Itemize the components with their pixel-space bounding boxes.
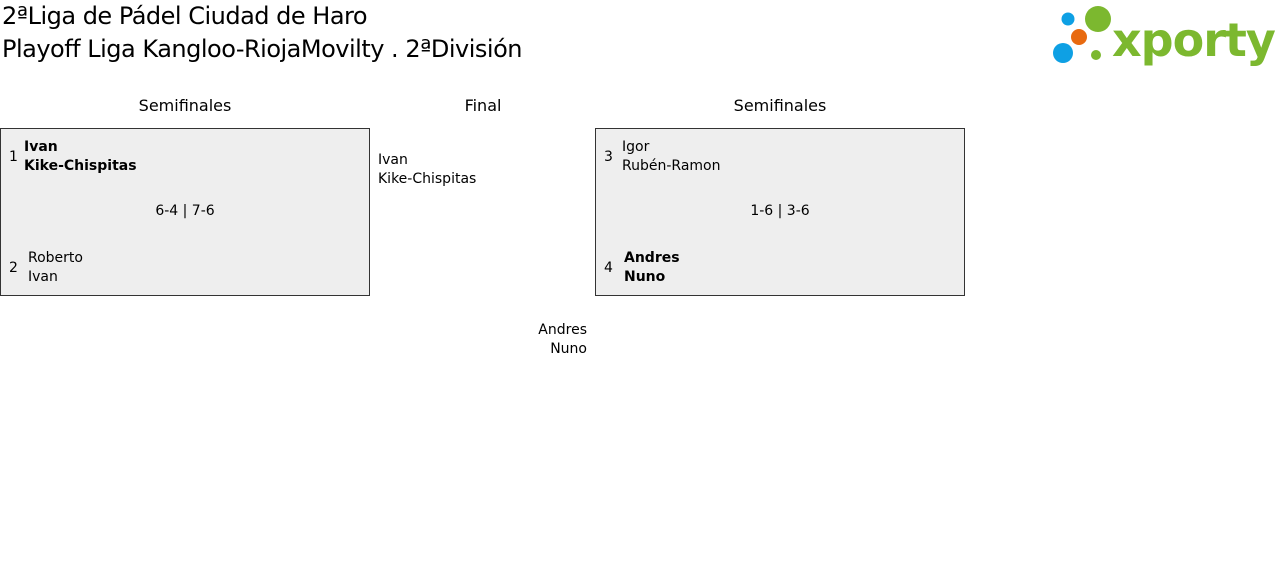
player-name: Kike-Chispitas: [378, 171, 477, 187]
player-name: Kike-Chispitas: [24, 158, 137, 174]
match-score: 6-4 | 7-6: [155, 203, 215, 219]
column-heading-final: Final: [464, 96, 502, 115]
player-name: Rubén-Ramon: [622, 158, 721, 174]
svg-text:xporty: xporty: [1112, 13, 1276, 66]
player-name: Andres: [624, 250, 680, 266]
team-seed: 4: [604, 260, 613, 276]
player-name: Nuno: [624, 269, 666, 285]
team-seed: 2: [9, 260, 18, 276]
final-team-left[interactable]: Ivan Kike-Chispitas: [378, 151, 476, 189]
final-team-right[interactable]: Andres Nuno: [538, 321, 587, 359]
player-name: Andres: [538, 322, 587, 338]
team-bottom-winner: Andres Nuno: [624, 249, 680, 287]
team-seed: 1: [9, 149, 18, 165]
xporty-logo[interactable]: xporty: [1050, 4, 1276, 66]
logo-small-green-dot: [1091, 50, 1101, 60]
player-name: Ivan: [24, 139, 58, 155]
logo-small-blue-dot: [1061, 12, 1075, 26]
team-seed: 3: [604, 149, 613, 165]
player-name: Igor: [622, 139, 650, 155]
column-heading-semifinals-left: Semifinales: [138, 96, 232, 115]
semifinal-match-left[interactable]: 1 Ivan Kike-Chispitas 6-4 | 7-6 2 Robert…: [0, 128, 370, 296]
page-subtitle: Playoff Liga Kangloo-RiojaMovilty . 2ªDi…: [2, 35, 522, 63]
player-name: Roberto: [28, 250, 83, 266]
column-heading-semifinals-right: Semifinales: [733, 96, 827, 115]
player-name: Nuno: [550, 341, 587, 357]
team-top-winner: Ivan Kike-Chispitas: [24, 138, 137, 176]
team-top: Igor Rubén-Ramon: [622, 138, 720, 176]
logo-orange-dot: [1071, 29, 1087, 45]
team-bottom: Roberto Ivan: [28, 249, 83, 287]
logo-big-blue-dot: [1053, 43, 1073, 63]
logo-green-dot: [1085, 6, 1111, 32]
page-title: 2ªLiga de Pádel Ciudad de Haro: [2, 2, 368, 30]
semifinal-match-right[interactable]: 3 Igor Rubén-Ramon 1-6 | 3-6 4 Andres Nu…: [595, 128, 965, 296]
player-name: Ivan: [378, 152, 408, 168]
player-name: Ivan: [28, 269, 58, 285]
match-score: 1-6 | 3-6: [750, 203, 810, 219]
